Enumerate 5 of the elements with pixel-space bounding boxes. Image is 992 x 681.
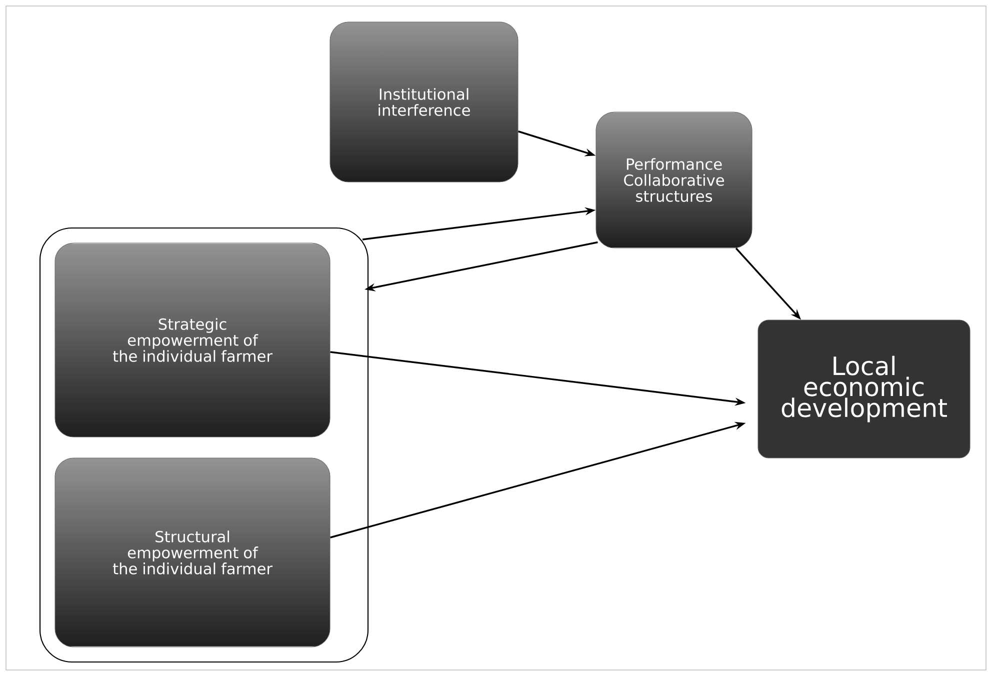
process-box: Institutional interference (330, 22, 518, 182)
process-box: Strategic empowerment of the individual farmer (54, 242, 330, 438)
process-box: Structural empowerment of the individual farmer (54, 458, 330, 648)
outcome-box: Local economic development (758, 320, 970, 458)
process-box: Performance Collaborative structures (596, 112, 752, 248)
